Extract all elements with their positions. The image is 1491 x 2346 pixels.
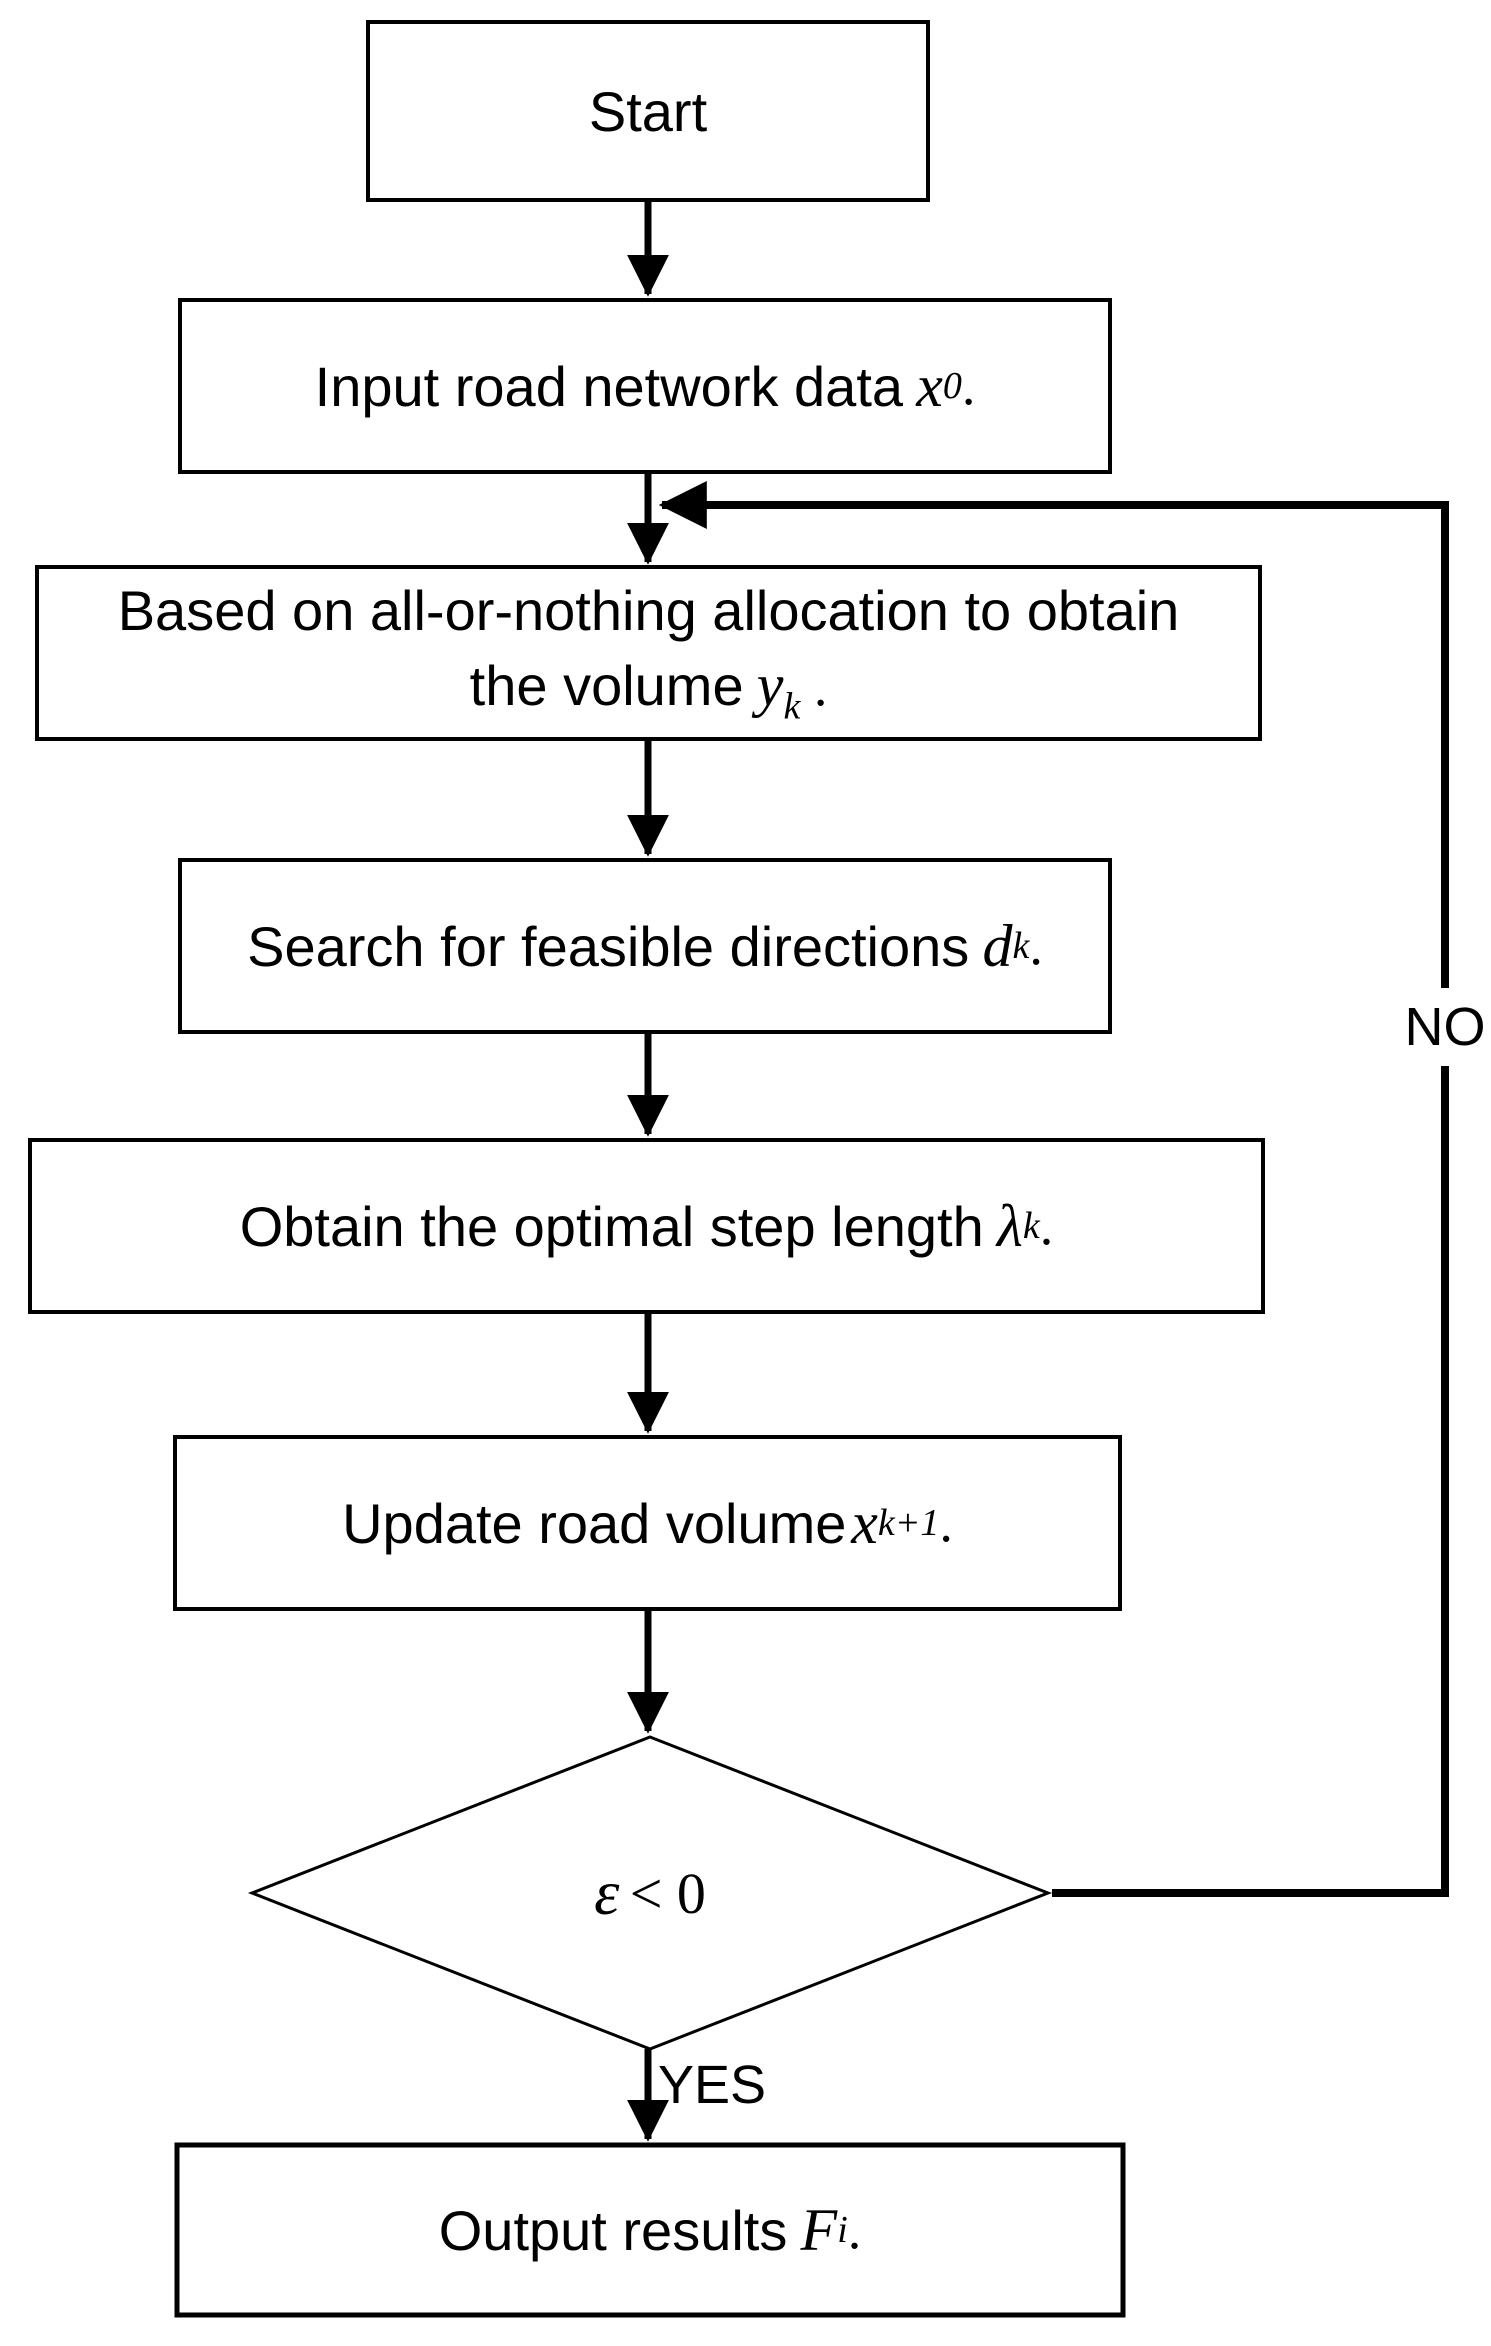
search-suffix: . <box>1029 916 1043 976</box>
decision-symbol: ε <box>594 1857 620 1928</box>
start-text: Start <box>588 79 708 143</box>
input-node-shape <box>178 298 1112 474</box>
step-suffix: . <box>1039 1196 1054 1256</box>
allocation-line2-text: the volume <box>469 653 744 717</box>
output-var-subscript: i <box>837 2209 848 2251</box>
allocation-var-subscript: k <box>783 685 801 728</box>
update-suffix: . <box>939 1493 953 1553</box>
step-var: λ <box>996 1192 1023 1259</box>
output-var: F <box>800 2196 838 2263</box>
output-suffix: . <box>847 2200 862 2260</box>
search-text: Search for feasible directions <box>247 914 970 978</box>
allocation-line1: Based on all-or-nothing allocation to ob… <box>117 579 1180 643</box>
search-var-subscript: k <box>1012 925 1030 967</box>
update-var: x <box>851 1489 878 1556</box>
allocation-suffix: . <box>800 656 828 717</box>
input-var-subscript: 0 <box>942 365 962 407</box>
edge-no-return-loop <box>658 481 1449 1897</box>
input-suffix: . <box>961 356 976 416</box>
step-var-subscript: k <box>1022 1205 1040 1247</box>
input-text: Input road network data <box>314 354 904 418</box>
search-var: d <box>982 912 1013 979</box>
step-text: Obtain the optimal step length <box>239 1194 984 1258</box>
input-var: x <box>916 352 943 419</box>
allocation-node-shape <box>35 565 1262 741</box>
no-edge-label: NO <box>1385 988 1491 1066</box>
update-var-subscript: k+1 <box>877 1502 940 1544</box>
start-node-shape <box>366 20 930 202</box>
allocation-var: y <box>756 651 784 718</box>
search-node-shape <box>178 858 1112 1034</box>
allocation-node-label: Based on all-or-nothing allocation to ob… <box>37 567 1260 739</box>
start-node-label: Start <box>368 22 928 200</box>
output-node-shape <box>174 2142 1126 2318</box>
update-text: Update road volume <box>342 1491 847 1555</box>
decision-condition: < 0 <box>629 1860 706 1926</box>
decision-node-label: ε< 0 <box>252 1737 1048 2049</box>
output-text: Output results <box>438 2198 788 2262</box>
step-node-shape <box>28 1138 1265 1314</box>
yes-edge-label: YES <box>658 2055 767 2115</box>
decision-node-shape <box>247 1735 1053 2051</box>
update-node-shape <box>173 1435 1122 1611</box>
